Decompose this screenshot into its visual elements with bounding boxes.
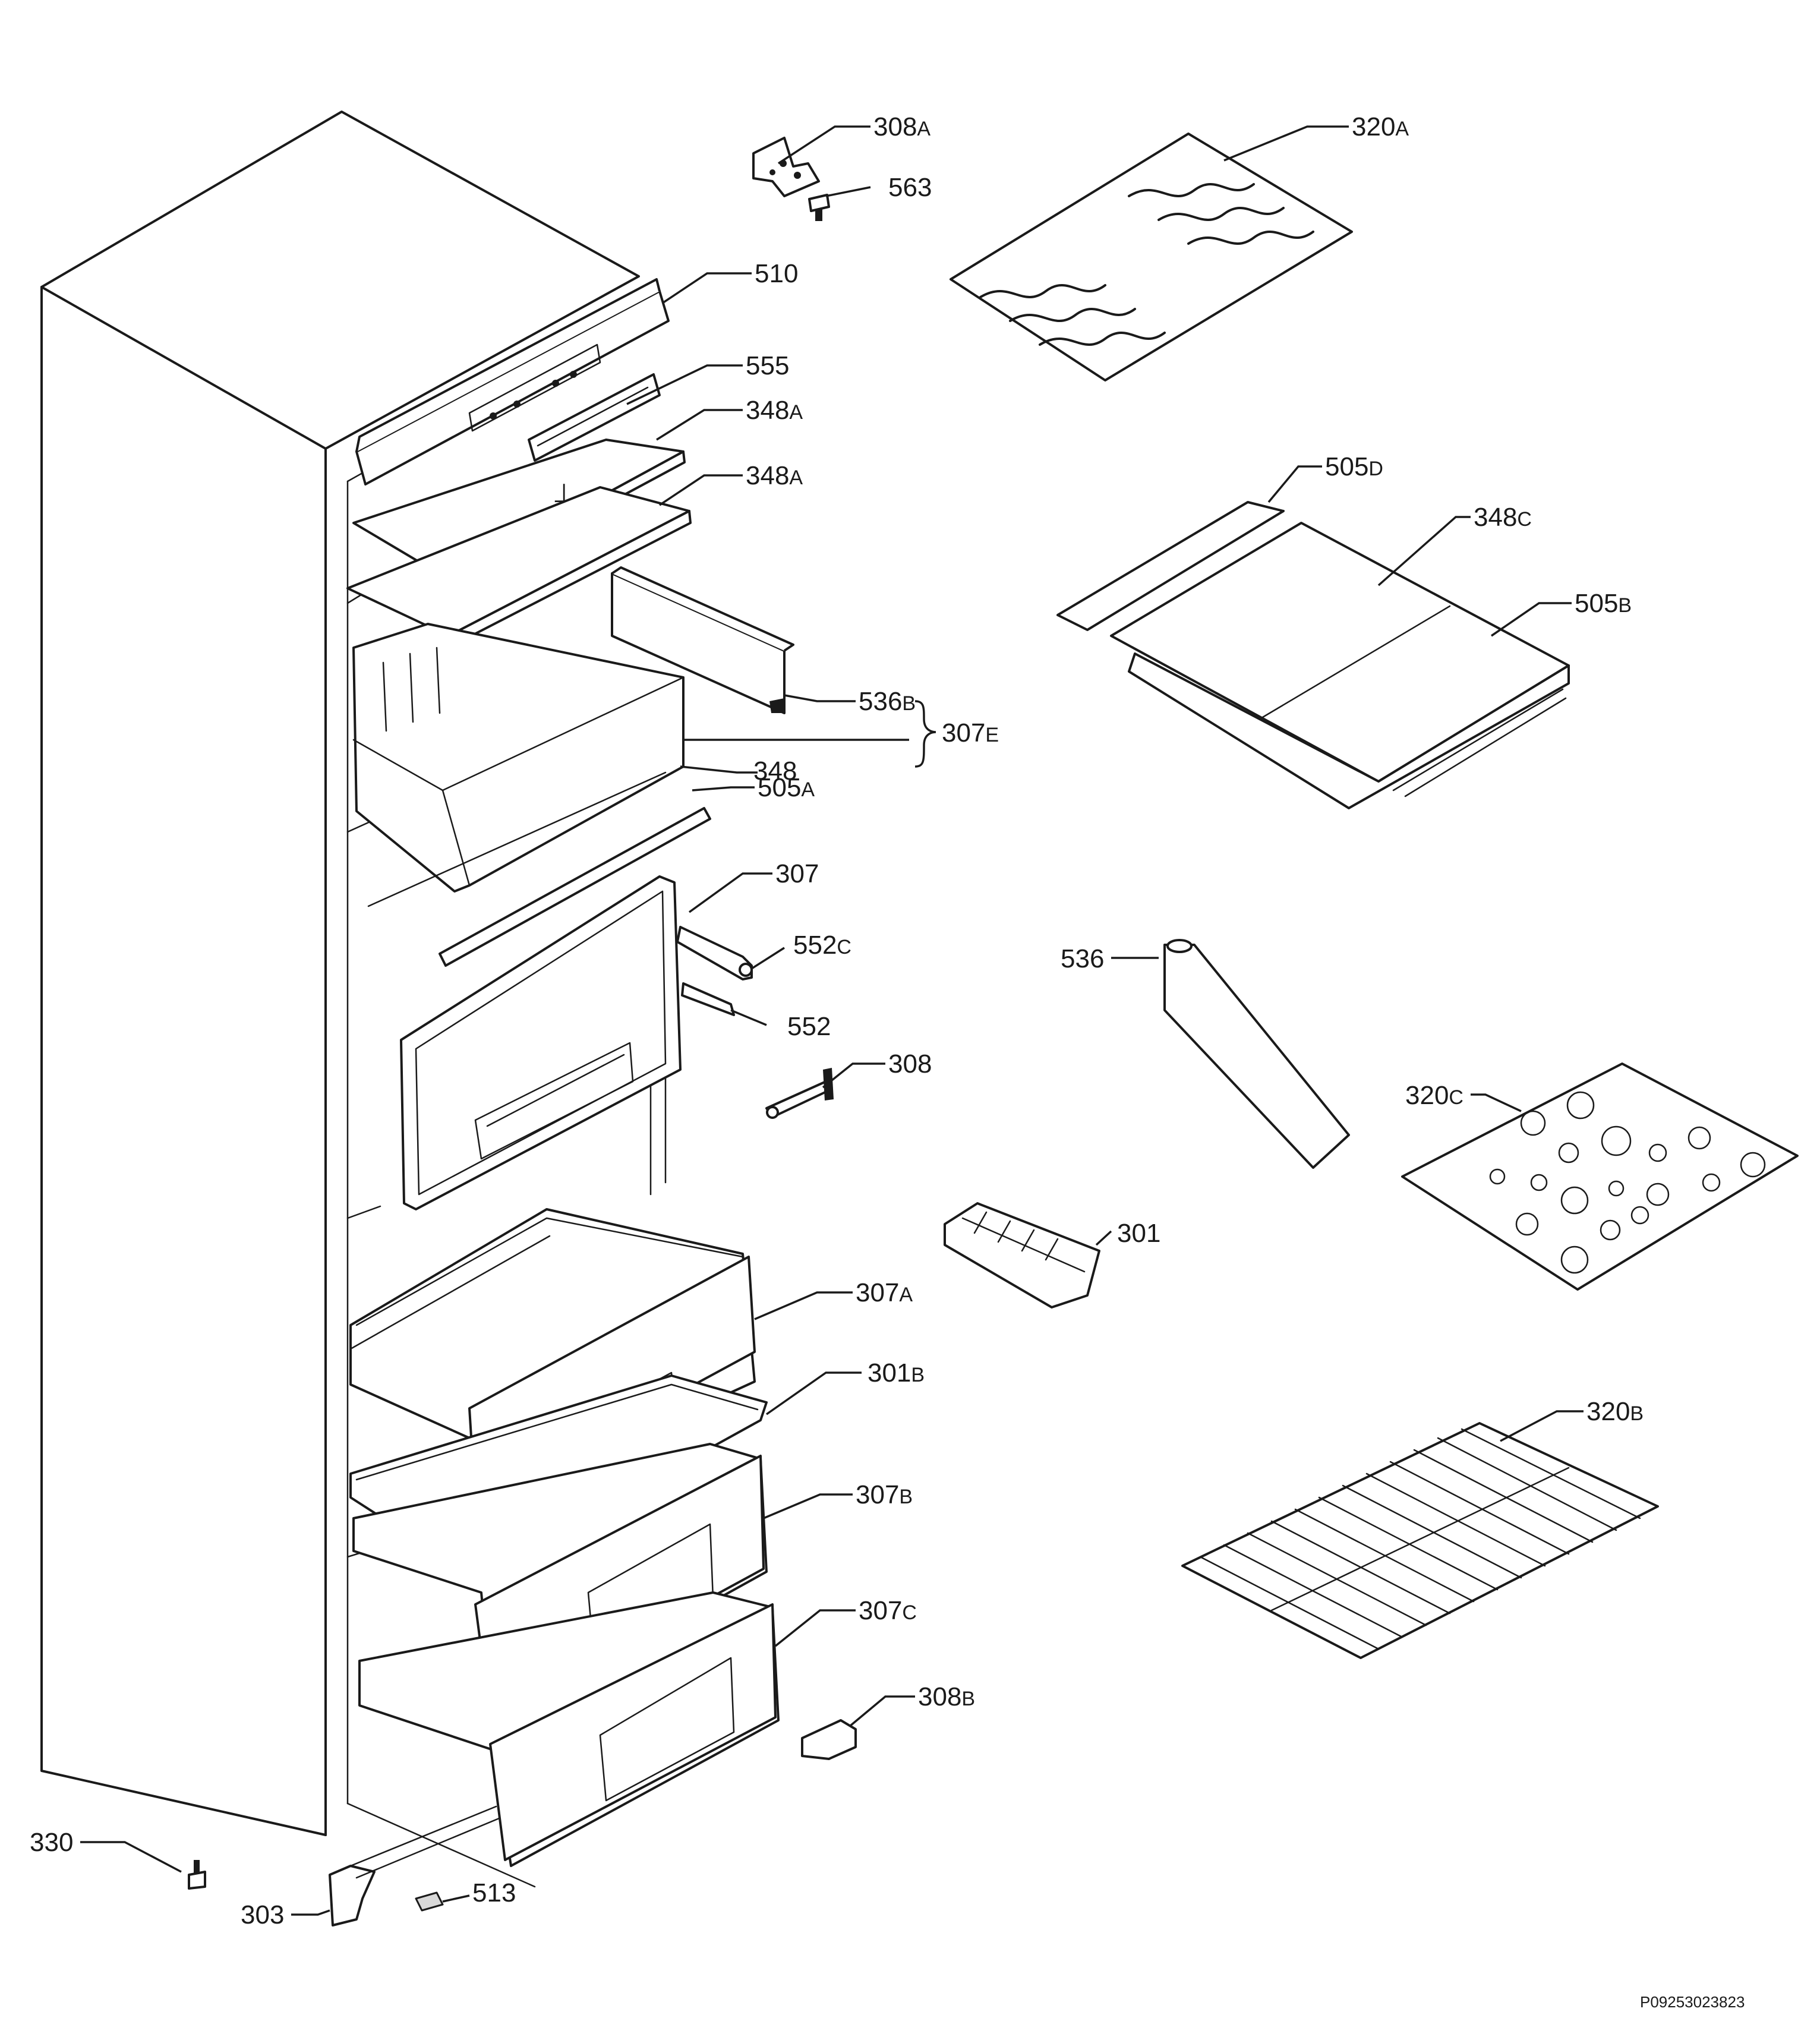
freezer-drawer-307c [358, 1591, 780, 1867]
hinge-arm-552c [676, 926, 753, 980]
svg-text:513: 513 [472, 1878, 516, 1907]
hinge-308-part [765, 1068, 834, 1119]
callout-320c: 320C [1405, 1081, 1463, 1110]
hinge-308b-part [801, 1719, 857, 1760]
svg-text:308A: 308A [873, 112, 930, 141]
svg-text:552C: 552C [793, 931, 851, 960]
svg-text:320A: 320A [1352, 112, 1409, 141]
clip-513-part [415, 1891, 444, 1912]
svg-text:552: 552 [787, 1012, 831, 1041]
hinge-arm-552 [681, 982, 735, 1016]
svg-text:307B: 307B [856, 1480, 913, 1509]
svg-text:303: 303 [241, 1900, 284, 1929]
callout-348: 348 [753, 756, 797, 786]
callout-536: 536 [1061, 944, 1104, 973]
callout-320a: 320A [1352, 112, 1409, 141]
svg-text:301: 301 [1117, 1219, 1160, 1248]
callout-505d: 505D [1325, 452, 1383, 481]
svg-text:348A: 348A [746, 461, 803, 490]
drawing-code: P09253023823 [1640, 1993, 1745, 2011]
svg-text:505A: 505A [758, 773, 815, 802]
light-strip-part [528, 373, 661, 462]
divider-536b-part [611, 566, 794, 714]
callout-308: 308 [888, 1049, 932, 1079]
callout-307b: 307B [856, 1480, 913, 1509]
svg-text:320C: 320C [1405, 1081, 1463, 1110]
svg-text:308: 308 [888, 1049, 932, 1079]
top-hinge-part [752, 137, 820, 197]
callout-348a-upper: 348A [746, 396, 803, 425]
callout-348c: 348C [1474, 503, 1532, 532]
callout-552c: 552C [793, 931, 851, 960]
callout-348a-lower: 348A [746, 461, 803, 490]
svg-text:307C: 307C [859, 1596, 917, 1625]
callout-513: 513 [472, 1878, 516, 1907]
callout-308b: 308B [918, 1682, 975, 1711]
svg-text:536: 536 [1061, 944, 1104, 973]
callout-303: 303 [241, 1900, 284, 1929]
leader-lines [80, 125, 1584, 1916]
upper-freezer-basket [352, 623, 685, 893]
divider-536-part [1163, 939, 1350, 1169]
svg-text:348A: 348A [746, 396, 803, 425]
callout-301b: 301B [868, 1358, 925, 1388]
freezer-flap-part [400, 875, 682, 1210]
svg-text:563: 563 [888, 173, 932, 202]
svg-text:505B: 505B [1575, 589, 1632, 618]
wine-rack-part [950, 133, 1353, 381]
callout-555: 555 [746, 351, 789, 380]
svg-text:307: 307 [775, 859, 819, 888]
perforated-shelf-part [1401, 1062, 1799, 1291]
svg-text:555: 555 [746, 351, 789, 380]
callout-307a: 307A [856, 1278, 913, 1307]
shelf-with-trims [1056, 501, 1570, 809]
callout-320b: 320B [1586, 1397, 1644, 1426]
callout-510: 510 [755, 259, 798, 288]
svg-text:348: 348 [753, 756, 797, 786]
svg-text:510: 510 [755, 259, 798, 288]
callout-505a: 505A [758, 773, 815, 802]
callout-536b: 536B [859, 687, 916, 716]
ice-cube-tray-part [944, 1202, 1100, 1308]
svg-text:307E: 307E [942, 718, 999, 748]
callout-563: 563 [888, 173, 932, 202]
callout-307: 307 [775, 859, 819, 888]
callout-505b: 505B [1575, 589, 1632, 618]
svg-text:348C: 348C [1474, 503, 1532, 532]
callout-330: 330 [30, 1828, 73, 1857]
callout-307e: 307E [942, 718, 999, 748]
svg-text:301B: 301B [868, 1358, 925, 1388]
hinge-screw-part [808, 194, 830, 221]
svg-text:536B: 536B [859, 687, 916, 716]
callout-552: 552 [787, 1012, 831, 1041]
callout-308a: 308A [873, 112, 930, 141]
svg-text:330: 330 [30, 1828, 73, 1857]
foot-screw-part [188, 1860, 206, 1890]
svg-text:308B: 308B [918, 1682, 975, 1711]
callout-301: 301 [1117, 1219, 1160, 1248]
wire-shelf-part [1181, 1422, 1659, 1659]
plinth-grille-part [329, 1805, 500, 1926]
svg-text:505D: 505D [1325, 452, 1383, 481]
svg-text:307A: 307A [856, 1278, 913, 1307]
control-panel-part [355, 278, 670, 485]
freezer-shelf-part [367, 771, 711, 967]
callout-307c: 307C [859, 1596, 917, 1625]
svg-text:320B: 320B [1586, 1397, 1644, 1426]
